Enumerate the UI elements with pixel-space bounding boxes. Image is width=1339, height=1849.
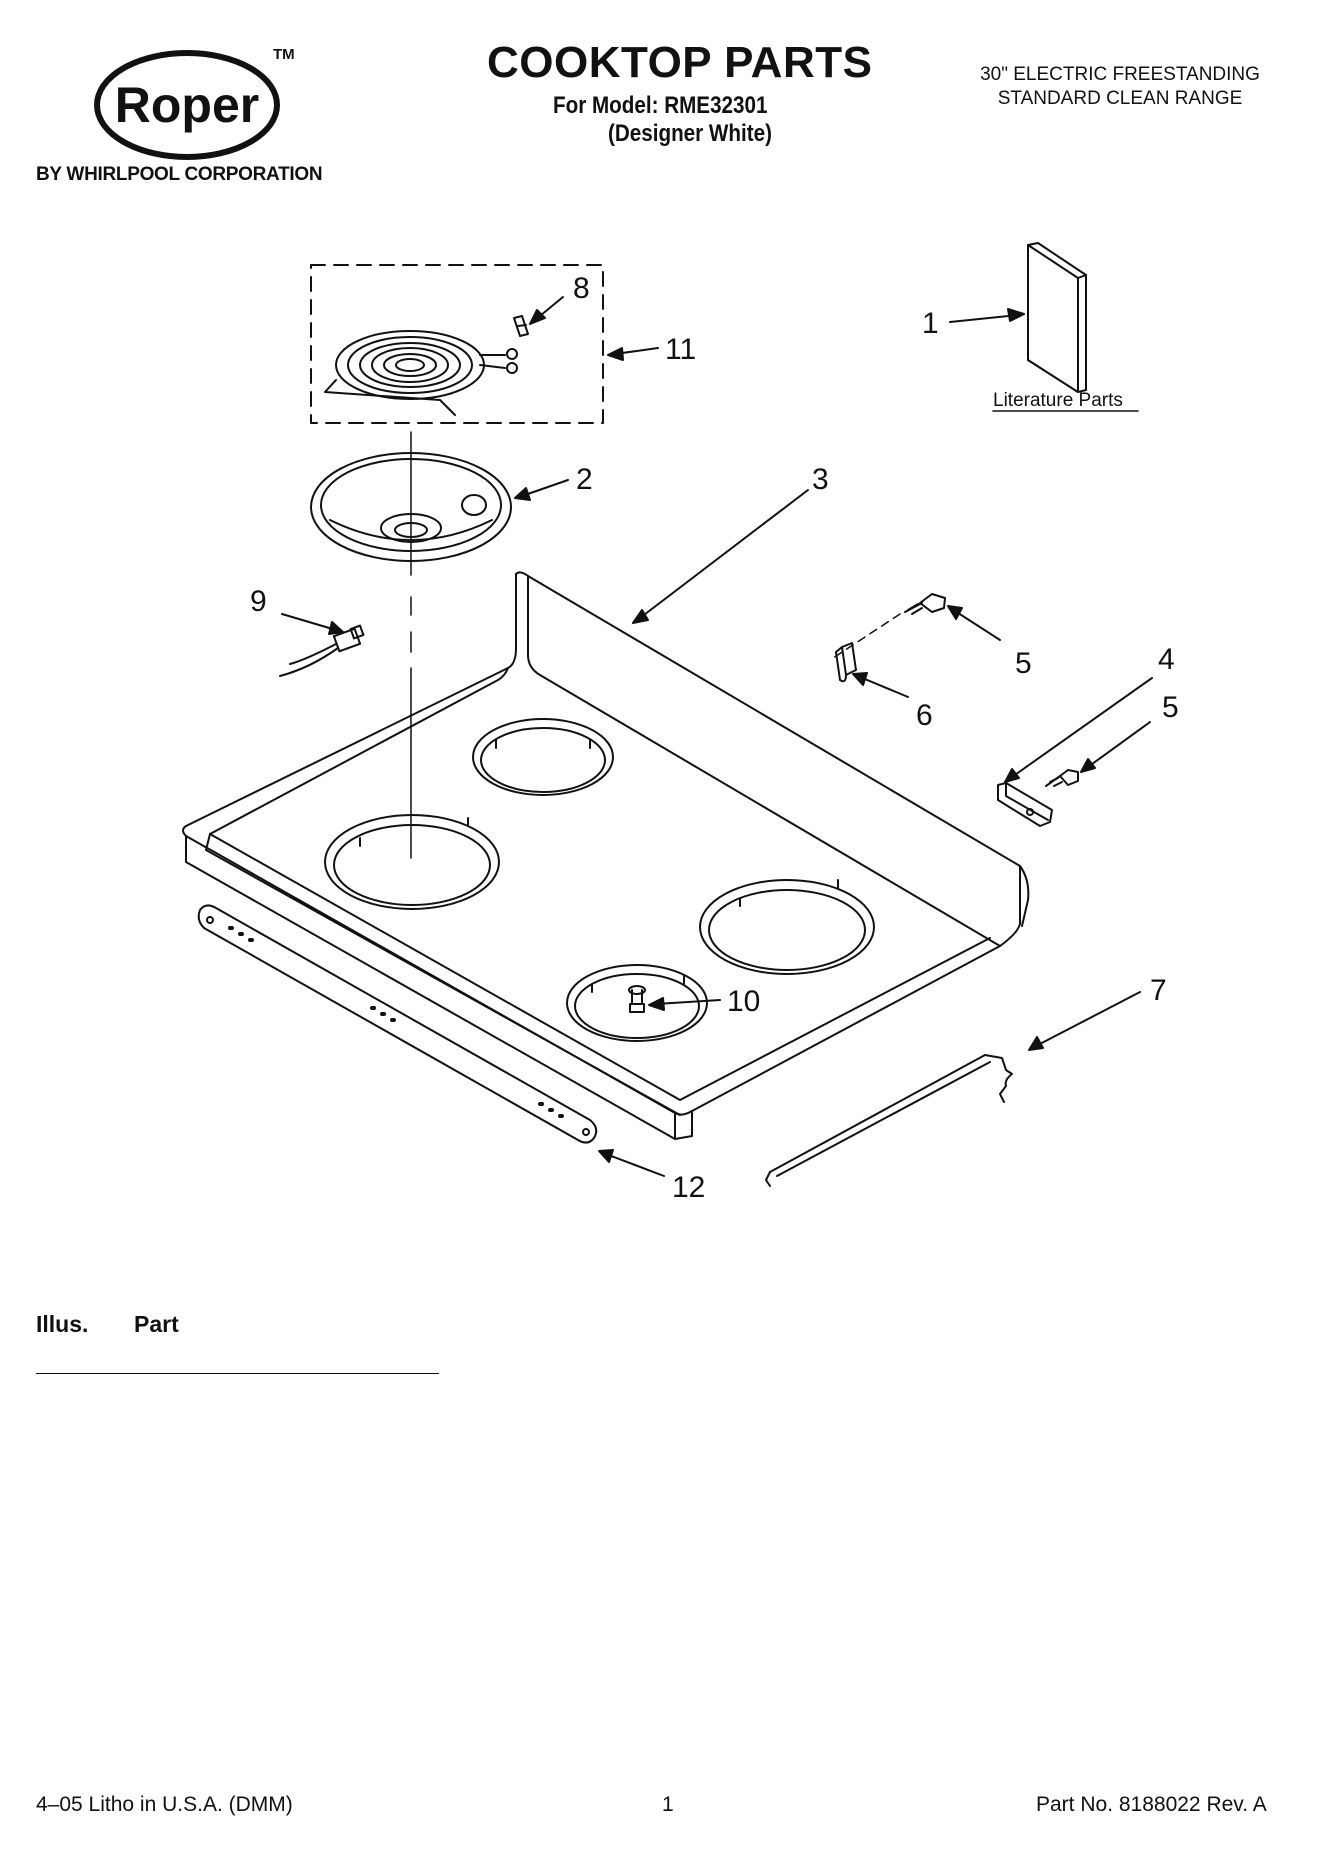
literature-parts-label: Literature Parts <box>993 390 1123 411</box>
callout-8: 8 <box>573 272 590 305</box>
bracket-screw-lower-icon <box>1045 769 1079 787</box>
page-title: COOKTOP PARTS <box>487 38 873 87</box>
drip-bowl-icon <box>310 452 512 562</box>
callout-12: 12 <box>672 1171 705 1204</box>
hinge-bracket-icon <box>997 782 1053 827</box>
callout-1: 1 <box>922 307 939 340</box>
surface-element-kit-box <box>310 264 604 424</box>
footer-print-info: 4–05 Litho in U.S.A. (DMM) <box>36 1793 293 1816</box>
callout-4: 4 <box>1158 643 1175 676</box>
front-trim-icon <box>197 904 598 1144</box>
callout-leaders <box>281 296 1153 1177</box>
model-color: (Designer White) <box>608 120 772 147</box>
mounting-clip-icon <box>835 642 857 683</box>
callout-11: 11 <box>665 333 696 366</box>
surface-element-icon <box>324 330 518 416</box>
wire-connector-icon <box>279 624 365 677</box>
model-number: For Model: RME32301 <box>553 92 768 119</box>
callout-5-upper: 5 <box>1015 647 1032 680</box>
hold-down-rod-icon <box>765 1054 1013 1187</box>
table-divider <box>36 1373 439 1374</box>
roper-logo-icon: Roper <box>94 50 280 160</box>
bracket-screw-icon <box>904 593 946 615</box>
cooktop-icon <box>182 571 1030 1140</box>
brand-logo: Roper <box>92 46 282 164</box>
range-description: 30" ELECTRIC FREESTANDING STANDARD CLEAN… <box>950 63 1290 111</box>
range-description-line1: 30" ELECTRIC FREESTANDING <box>980 64 1260 85</box>
receptacle-screw-icon <box>628 985 646 1013</box>
callout-10: 10 <box>727 985 760 1018</box>
callout-6: 6 <box>916 699 933 732</box>
terminal-clip-icon <box>513 315 529 337</box>
brand-byline: BY WHIRLPOOL CORPORATION <box>36 164 323 185</box>
callout-7: 7 <box>1150 974 1167 1007</box>
callout-2: 2 <box>576 463 593 496</box>
part-number: Part No. 8188022 Rev. A <box>1036 1793 1267 1816</box>
column-header-part: Part <box>134 1311 179 1337</box>
trademark-mark: TM <box>273 46 295 63</box>
column-header-illus: Illus. <box>36 1311 89 1337</box>
literature-part-icon <box>1027 242 1087 393</box>
callout-9: 9 <box>250 585 267 618</box>
page-number: 1 <box>662 1793 674 1816</box>
callout-5-lower: 5 <box>1162 691 1179 724</box>
callout-3: 3 <box>812 463 829 496</box>
brand-name: Roper <box>115 77 259 133</box>
range-description-line2: STANDARD CLEAN RANGE <box>997 88 1243 109</box>
